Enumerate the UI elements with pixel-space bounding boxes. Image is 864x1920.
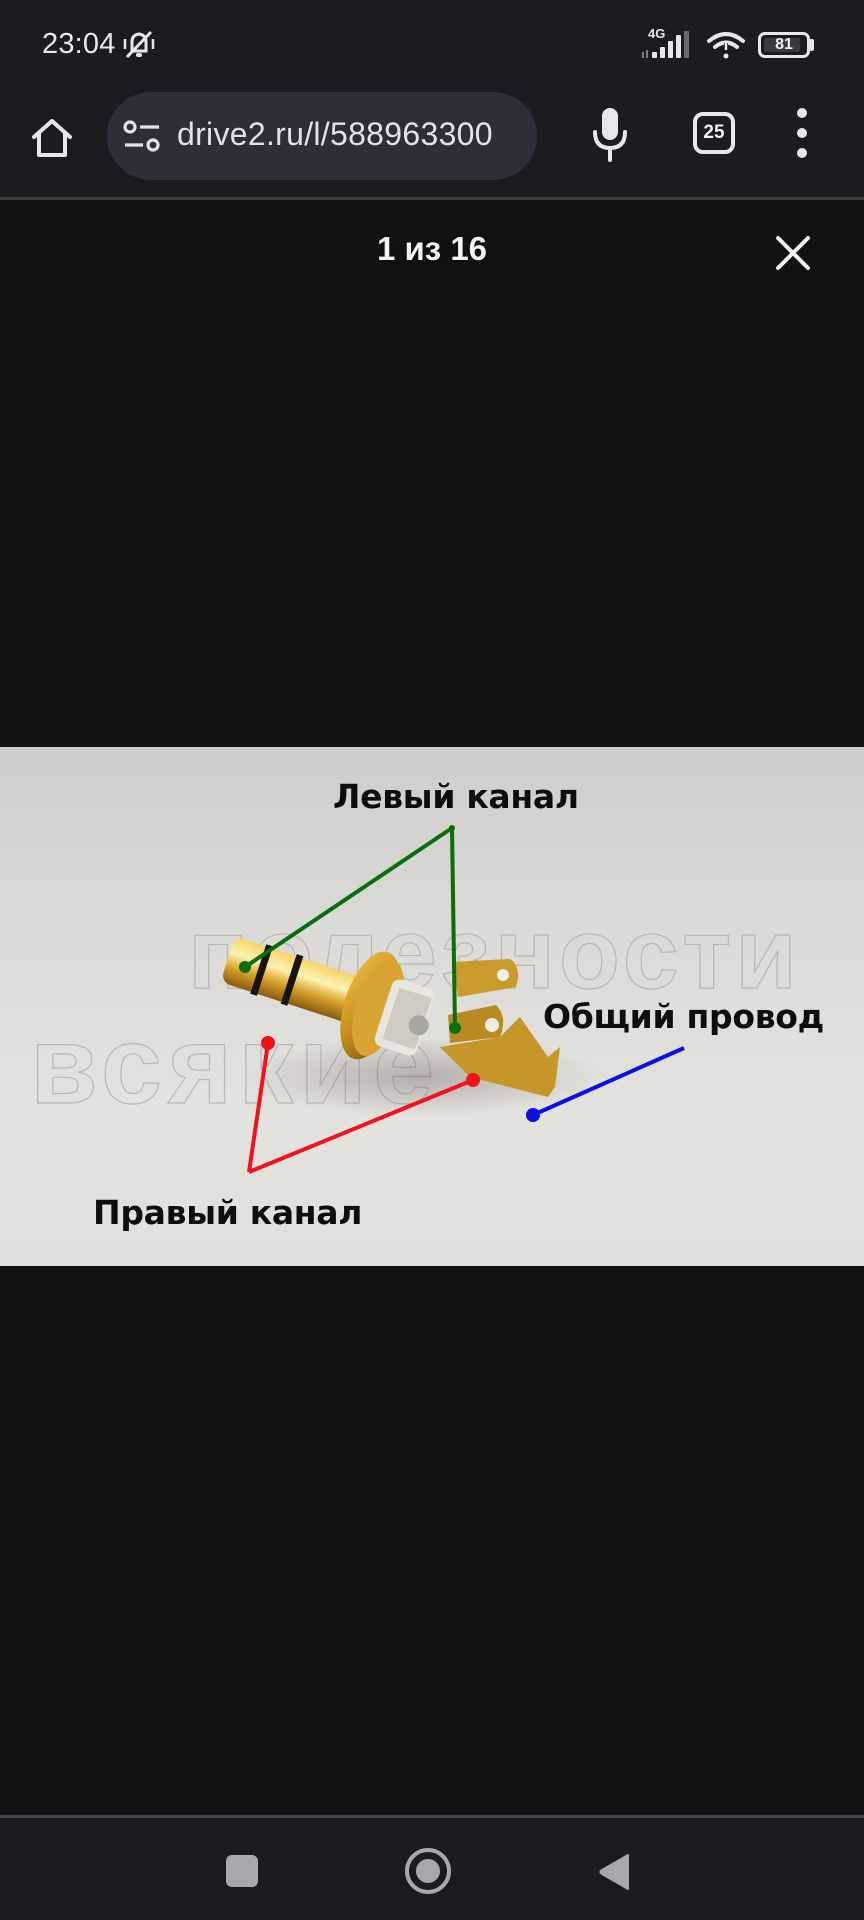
bell-off-icon [123,30,155,59]
recents-icon[interactable] [226,1855,258,1887]
browser-toolbar: drive2.ru/l/588963300 25 [0,82,864,197]
back-triangle-icon[interactable] [598,1853,632,1891]
battery-tip [810,39,814,51]
battery-level: 81 [775,36,793,53]
cell-signal-icon: 4G [640,26,700,62]
url-text[interactable]: drive2.ru/l/588963300 [177,116,493,152]
home-icon [32,119,72,157]
close-icon[interactable] [770,230,816,276]
wifi-icon [707,32,745,59]
image-counter: 1 из 16 [376,230,488,267]
more-menu-button[interactable] [784,106,820,160]
tab-count: 25 [703,122,725,143]
label-left-channel: Левый канал [333,777,579,816]
status-time: 23:04 [42,28,116,60]
home-button[interactable] [26,112,78,164]
mic-icon [593,108,627,162]
label-right-channel: Правый канал [93,1193,363,1232]
network-type: 4G [648,26,666,41]
address-bar[interactable]: drive2.ru/l/588963300 [107,92,537,180]
system-nav-bar [0,1815,864,1920]
voice-search-button[interactable] [584,104,636,166]
battery-indicator: 81 [758,32,810,58]
audio-jack-illustration [222,825,685,1174]
toolbar-divider [0,197,864,200]
home-circle-icon[interactable] [405,1848,451,1894]
gallery-image[interactable]: полезности всякие [0,747,864,1266]
status-bar: 23:04 4G 81 [0,0,864,82]
label-common-wire: Общий провод [543,997,825,1036]
tune-icon[interactable] [121,120,165,152]
more-vert-icon [797,108,807,118]
tab-switcher-button[interactable]: 25 [693,112,735,154]
